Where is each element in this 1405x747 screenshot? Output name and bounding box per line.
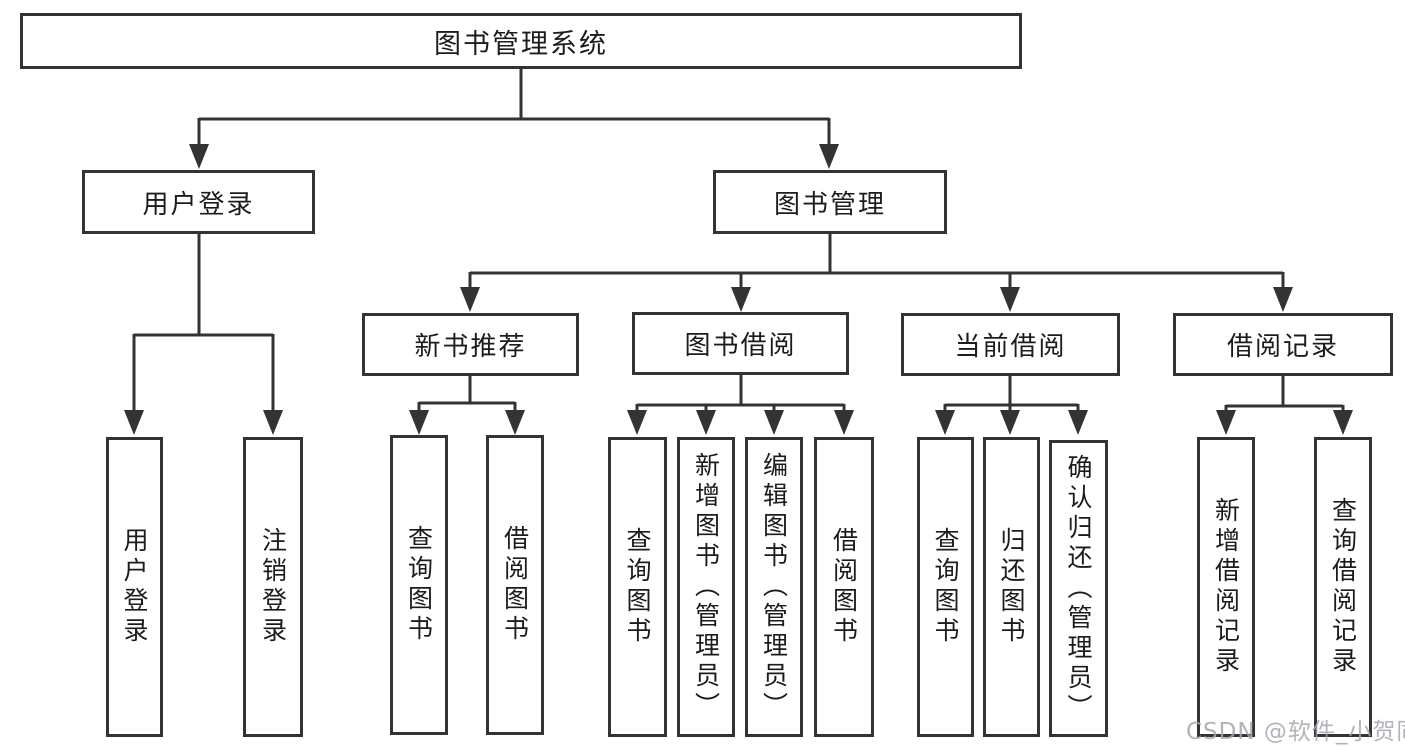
- arrowheads: [124, 144, 1353, 435]
- node-borrowing-records: 借阅记录: [1173, 313, 1393, 376]
- arrow-down: [460, 287, 480, 312]
- leaf-edit-book-admin: 编辑图书（管理员）: [745, 437, 803, 737]
- arrow-down: [505, 410, 525, 435]
- arrow-down: [935, 410, 955, 435]
- leaf-return-books: 归还图书: [983, 437, 1040, 737]
- node-label: 新书推荐: [414, 332, 527, 362]
- node-current-borrowing: 当前借阅: [901, 313, 1120, 376]
- leaf-borrow-books-recommend: 借阅图书: [486, 435, 544, 735]
- arrow-down: [627, 410, 647, 435]
- leaf-query-books-borrow: 查询图书: [608, 437, 667, 737]
- arrow-down: [764, 410, 784, 435]
- arrow-down: [409, 410, 429, 435]
- arrow-down: [819, 144, 839, 169]
- node-label: 图书管理系统: [434, 28, 608, 60]
- arrow-down: [1000, 410, 1020, 435]
- connector-recommend-to-leaves: [417, 376, 517, 412]
- node-user-login: 用户登录: [82, 170, 315, 234]
- leaf-add-book-admin: 新增图书（管理员）: [677, 437, 735, 737]
- leaf-add-borrow-record: 新增借阅记录: [1197, 437, 1255, 737]
- node-book-management: 图书管理: [713, 170, 947, 234]
- arrow-down: [1000, 287, 1020, 312]
- leaf-confirm-return-admin: 确认归还（管理员）: [1049, 440, 1108, 737]
- arrow-down: [1216, 410, 1236, 435]
- arrow-down: [1333, 410, 1353, 435]
- csdn-watermark: CSDN @软件_小贺同学: [1186, 719, 1405, 745]
- connector-root-to-level2: [197, 69, 831, 146]
- node-label: 图书借阅: [684, 331, 797, 361]
- node-label: 当前借阅: [954, 332, 1067, 362]
- connector-login-to-leaves: [132, 233, 275, 412]
- connector-borrow-to-leaves: [635, 375, 846, 412]
- arrow-down: [189, 144, 209, 169]
- arrow-down: [834, 410, 854, 435]
- node-label: 用户登录: [142, 189, 255, 220]
- leaf-query-books-current: 查询图书: [917, 437, 974, 737]
- node-library-management-system: 图书管理系统: [20, 13, 1022, 69]
- leaf-logout: 注销登录: [243, 437, 303, 737]
- leaf-user-login: 用户登录: [106, 437, 163, 737]
- node-label: 图书管理: [773, 189, 886, 220]
- arrow-down: [1273, 287, 1293, 312]
- node-new-book-recommendation: 新书推荐: [362, 313, 579, 376]
- arrow-down: [731, 287, 751, 312]
- leaf-query-books-recommend: 查询图书: [390, 435, 448, 735]
- connector-records-to-leaves: [1224, 376, 1345, 412]
- connector-bookmgmt-to-level3: [468, 234, 1285, 289]
- arrow-down: [263, 410, 283, 435]
- arrow-down: [124, 410, 144, 435]
- connector-current-to-leaves: [943, 376, 1080, 412]
- arrow-down: [696, 410, 716, 435]
- node-label: 借阅记录: [1226, 332, 1339, 362]
- leaf-borrow-books: 借阅图书: [814, 437, 874, 737]
- arrow-down: [1068, 410, 1088, 435]
- leaf-query-borrow-record: 查询借阅记录: [1314, 437, 1372, 737]
- node-book-borrowing: 图书借阅: [632, 312, 849, 375]
